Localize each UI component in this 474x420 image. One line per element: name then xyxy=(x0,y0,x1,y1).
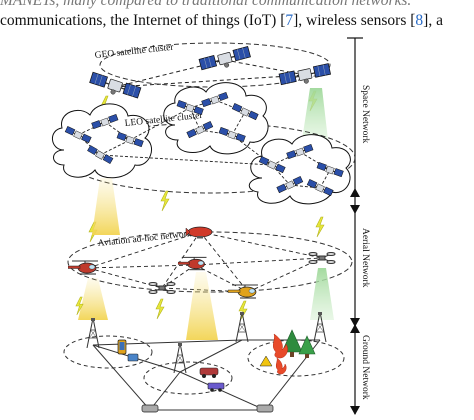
space-network-label: Space Network xyxy=(360,85,370,144)
yellow-beam xyxy=(186,272,218,340)
aerial-network-label: Aerial Network xyxy=(360,228,370,288)
airship-icon xyxy=(185,226,213,239)
geo-cluster-label: GEO satellite cluster xyxy=(94,43,175,61)
phone-icon xyxy=(117,339,127,355)
caption-line-1: MANETs, many compared to traditional com… xyxy=(0,0,412,9)
fire-icon xyxy=(275,357,287,375)
leo-cloud-left xyxy=(52,103,153,179)
link-bolt-icon xyxy=(155,298,165,320)
cloud-icon xyxy=(52,103,153,179)
network-layer-axis xyxy=(347,37,363,415)
caption-text-c: ], a xyxy=(423,12,443,29)
satellite-icon xyxy=(278,62,333,90)
yellow-beam xyxy=(92,178,120,235)
helicopter-icon xyxy=(228,284,259,299)
caption-text-b: ], wireless sensors [ xyxy=(293,12,416,29)
citation-link-7[interactable]: 7 xyxy=(285,12,294,29)
drone-icon xyxy=(308,252,336,264)
warning-icon xyxy=(259,355,273,367)
cloud-icon xyxy=(248,134,351,205)
ground-station-icon xyxy=(141,404,274,413)
helicopter-icon xyxy=(178,256,207,271)
leo-cloud-right xyxy=(248,134,351,205)
citation-link-8[interactable]: 8 xyxy=(415,12,424,29)
link-bolt-icon xyxy=(315,216,325,238)
caption-text-a: communications, the Internet of things (… xyxy=(0,12,286,29)
drone-icon xyxy=(148,282,176,294)
satellite-icon xyxy=(198,45,253,75)
vehicle-icon xyxy=(207,382,225,392)
fire-icon xyxy=(273,333,288,359)
green-beam xyxy=(302,88,328,140)
green-beam xyxy=(310,268,334,320)
link-bolt-icon xyxy=(160,190,170,212)
ground-network-label: Ground Network xyxy=(360,335,370,400)
satellite-icon xyxy=(87,71,142,103)
caption-line-2: communications, the Internet of things (… xyxy=(0,11,474,31)
caption-text: MANETs, many compared to traditional com… xyxy=(0,0,474,31)
tree-icon xyxy=(298,335,316,358)
tower-icon xyxy=(86,318,100,348)
yellow-beam xyxy=(78,278,108,320)
car-icon xyxy=(199,367,219,378)
tower-icon xyxy=(173,343,187,373)
helicopter-icon xyxy=(68,260,99,275)
device-icon xyxy=(127,353,139,362)
